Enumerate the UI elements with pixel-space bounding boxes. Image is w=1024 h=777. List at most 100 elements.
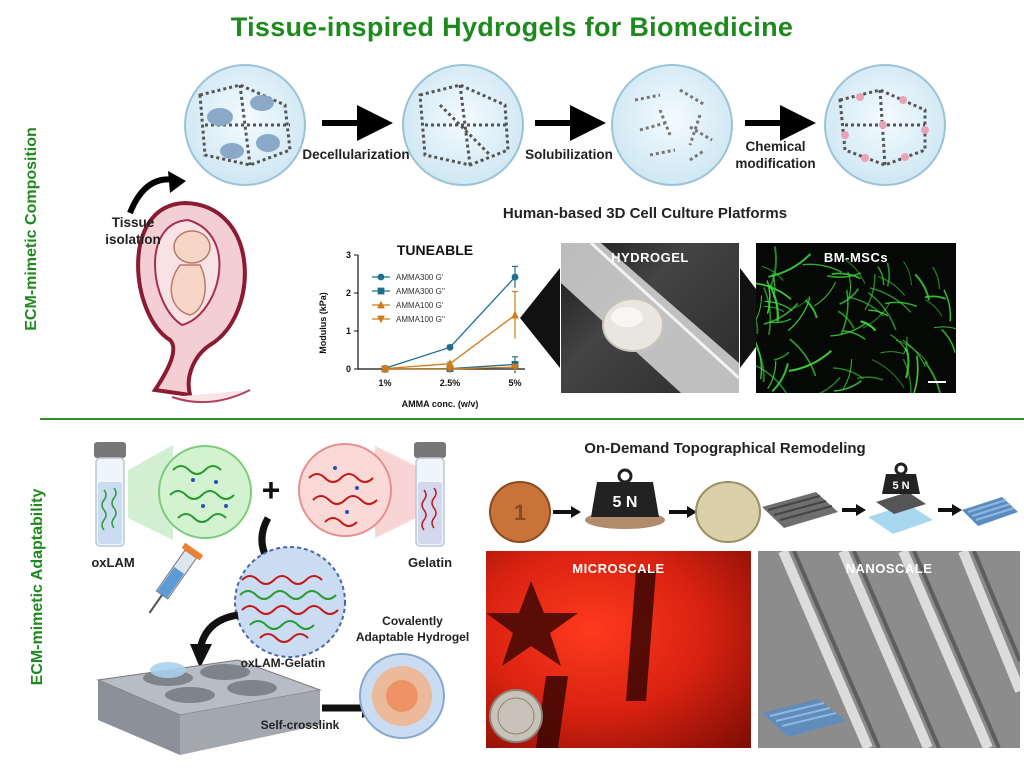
cell-fiber	[880, 351, 905, 355]
platforms-heading: Human-based 3D Cell Culture Platforms	[502, 205, 788, 222]
chart-legend-label: AMMA300 G'	[396, 273, 444, 282]
cell-fiber	[763, 302, 799, 325]
cell-fiber	[924, 295, 947, 300]
chart-x-tick-label: 5%	[508, 378, 521, 388]
remodel-heading: On-Demand Topographical Remodeling	[584, 440, 866, 457]
microscale-image: MICROSCALE	[486, 551, 751, 748]
hydrogel-label: HYDROGEL	[611, 250, 689, 265]
cell-fiber	[903, 261, 912, 286]
grating-inset-icon	[762, 699, 846, 737]
chart-ylabel: Modulus (kPa)	[318, 292, 328, 354]
cell-fiber	[896, 339, 929, 364]
cell-fiber	[766, 280, 771, 314]
chart-point	[511, 273, 519, 281]
arrow-left-triangle	[520, 268, 560, 368]
cell-fiber	[761, 266, 784, 281]
cell-fiber	[831, 272, 861, 280]
self-crosslink-label: Self-crosslink	[260, 718, 340, 732]
scale-bar	[928, 381, 946, 383]
bm-mscs-label: BM-MSCs	[823, 250, 889, 265]
weight-icon: 5 N	[585, 468, 665, 529]
cell-fiber	[767, 360, 777, 390]
cell-fiber	[877, 275, 906, 297]
chart-point	[446, 343, 454, 351]
oxlam-label: oxLAM	[91, 555, 135, 570]
cell-fiber	[844, 258, 866, 284]
cell-fiber	[864, 274, 876, 311]
cell-fiber	[943, 289, 952, 322]
cell-fiber	[818, 376, 841, 393]
cell-fiber	[787, 297, 811, 332]
cell-fiber	[768, 253, 812, 278]
ecm-process-diagram	[184, 64, 946, 186]
decellularized-circle	[402, 64, 524, 186]
chart-point	[446, 365, 454, 374]
page-title: Tissue-inspired Hydrogels for Biomedicin…	[230, 12, 794, 42]
chart-y-tick-label: 0	[346, 364, 351, 374]
label-chemical-modification-2: modification	[735, 156, 816, 171]
nanoscale-label: NANOSCALE	[845, 561, 933, 576]
cell-fiber	[932, 266, 941, 290]
gelatin-zoom-circle	[298, 443, 420, 538]
cell-fiber	[842, 330, 866, 340]
cell-fiber	[763, 305, 785, 313]
label-decellularization: Decellularization	[302, 147, 410, 162]
mix-diagram	[96, 516, 445, 755]
cell-fiber	[924, 361, 941, 393]
hydrogel-photo: HYDROGEL	[561, 243, 739, 393]
cell-fiber	[789, 338, 817, 377]
plus-sign: +	[261, 472, 281, 508]
nanoscale-image: NANOSCALE	[758, 551, 1020, 748]
cell-fiber	[763, 287, 772, 336]
cell-fiber	[847, 296, 884, 317]
cell-fiber	[814, 281, 837, 307]
syringe-icon	[148, 542, 204, 614]
cell-fiber	[830, 322, 867, 337]
cell-fiber	[764, 300, 793, 312]
chart-y-tick-label: 3	[346, 250, 351, 260]
oxlam-gelatin-label: oxLAM-Gelatin	[240, 656, 326, 670]
chart-title: TUNEABLE	[397, 242, 473, 258]
section-divider	[40, 418, 1024, 420]
cell-fiber	[886, 262, 891, 287]
cell-fiber	[842, 359, 852, 390]
label-tissue-2: isolation	[105, 232, 161, 247]
hydrogel-caption-2: Adaptable Hydrogel	[355, 630, 470, 644]
cell-fiber	[871, 359, 905, 389]
weight-label-coin: 5 N	[613, 494, 638, 511]
cell-fiber	[756, 282, 792, 300]
section-label-adaptability: ECM-mimetic Adaptability	[29, 488, 46, 686]
cell-fiber	[756, 295, 762, 321]
weight-stamp-icon: 5 N	[868, 462, 933, 534]
cell-fiber	[902, 358, 912, 393]
gelatin-vial	[414, 442, 446, 547]
hydrogel-caption-1: Covalently	[382, 614, 443, 628]
chart-legend-marker	[377, 273, 385, 281]
cell-fiber	[756, 318, 759, 335]
cell-fiber	[793, 295, 811, 309]
chart-point	[446, 359, 454, 368]
chart-legend-marker	[377, 287, 385, 295]
cell-fiber	[884, 301, 918, 308]
remodel-grating-sequence: 5 N	[762, 462, 1018, 534]
cell-fiber	[902, 339, 926, 367]
oxlam-zoom-circle	[128, 445, 252, 540]
bm-mscs-image: BM-MSCs	[756, 243, 956, 393]
chart-x-tick-label: 2.5%	[440, 378, 461, 388]
cell-fiber	[867, 291, 897, 331]
adaptable-hydrogel-blob	[359, 653, 445, 739]
cell-fiber	[868, 309, 889, 317]
chart-legend-marker	[377, 300, 385, 309]
cell-fiber	[771, 363, 789, 393]
tuneable-chart: TUNEABLE Modulus (kPa) AMMA conc. (w/v) …	[318, 242, 525, 409]
cell-fiber	[833, 380, 862, 392]
svg-text:1: 1	[514, 500, 526, 525]
label-tissue-1: Tissue	[111, 215, 155, 230]
cell-fiber	[802, 263, 842, 273]
star-imprint	[486, 581, 578, 666]
label-solubilization: Solubilization	[525, 147, 613, 162]
chart-legend-label: AMMA300 G''	[396, 287, 445, 296]
gelatin-label: Gelatin	[407, 555, 453, 570]
tissue-circle	[184, 64, 306, 186]
cell-fiber	[914, 273, 930, 301]
